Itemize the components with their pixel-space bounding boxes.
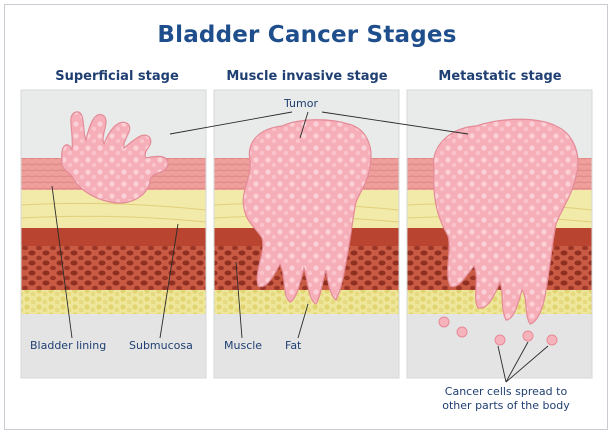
superficial-tumor-shape [61, 111, 169, 204]
muscle-invasive-tumor-shape [242, 119, 372, 305]
label-cancer-spread-line1: Cancer cells spread to [444, 385, 568, 398]
fat-leader [297, 303, 309, 339]
metastatic-tumor-shape [432, 118, 579, 325]
stage-title-metastatic: Metastatic stage [438, 69, 562, 84]
stage-title-superficial: Superficial stage [55, 69, 179, 84]
label-fat: Fat [285, 339, 302, 352]
tumor-leader-2 [299, 111, 309, 139]
panel-muscle-invasive [214, 90, 399, 378]
submucosa-leader [159, 223, 179, 339]
fat-layer [21, 290, 206, 314]
panel-superficial [21, 90, 206, 378]
leader-lines [51, 111, 549, 383]
label-tumor: Tumor [284, 97, 318, 110]
muscle-leader [235, 261, 243, 339]
diagram-title: Bladder Cancer Stages [157, 22, 457, 48]
spread-leader-3 [505, 345, 549, 383]
spread-leader-1 [497, 345, 507, 383]
muscle-band-upper [21, 228, 206, 246]
spread-leader-2 [505, 341, 529, 383]
tumor-leader-1 [169, 111, 293, 135]
panel-metastatic [407, 90, 592, 378]
bladder-lining-leader [51, 185, 73, 339]
tumor-leader-3 [321, 111, 469, 135]
muscle-layer [21, 246, 206, 290]
background-bottom [21, 314, 206, 378]
label-bladder-lining: Bladder lining [30, 339, 107, 352]
stage-title-muscle-invasive: Muscle invasive stage [226, 69, 388, 84]
label-cancer-spread-line2: other parts of the body [442, 399, 570, 412]
label-submucosa: Submucosa [129, 339, 193, 352]
label-muscle: Muscle [224, 339, 263, 352]
metastatic-cells [438, 316, 558, 346]
